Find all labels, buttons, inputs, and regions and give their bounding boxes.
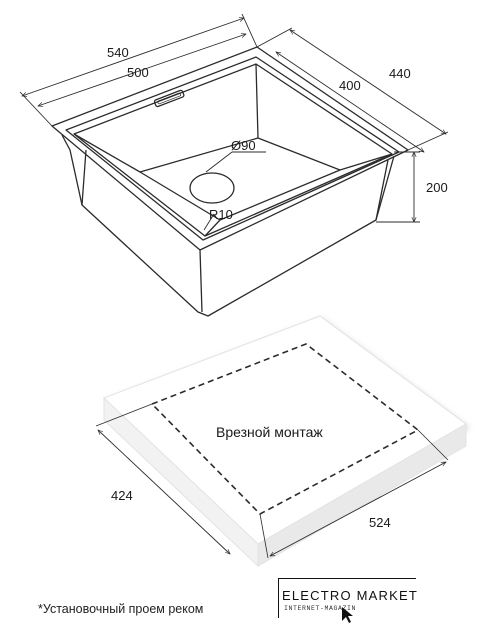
logo-subtitle: INTERNET-MAGAZIN [284, 605, 357, 612]
sink-wall-edge [204, 219, 221, 237]
sink-dimension-lines [19, 13, 449, 231]
dim-label-radius: R10 [209, 207, 233, 222]
sink-dimension-labels: 540 500 440 400 200 Ø90 R10 [107, 45, 448, 222]
sink-wall-edge [339, 153, 393, 171]
cutout-caption: Врезной монтаж [216, 424, 323, 440]
drain-hole [189, 172, 235, 204]
dim-label-524: 524 [369, 515, 391, 530]
cutout-outline-dashed [150, 343, 420, 515]
dim-label-200: 200 [426, 180, 448, 195]
sink-skirt-edge [199, 249, 203, 313]
installation-footnote: *Установочный проем реком [38, 602, 204, 616]
sink-skirt-edge [81, 149, 87, 206]
electro-market-logo: ELECTRO MARKET INTERNET-MAGAZIN [278, 576, 418, 626]
dim-label-440: 440 [389, 66, 411, 81]
sink-skirt-edge [375, 159, 389, 221]
dim-line-500 [38, 34, 246, 106]
sink-wall-edge [255, 63, 259, 139]
dim-label-400: 400 [339, 78, 361, 93]
dim-line-524 [270, 461, 446, 557]
dim-line-540 [22, 18, 244, 96]
leader-drain [205, 151, 233, 173]
dim-line-400 [276, 52, 424, 152]
dim-line-424 [98, 430, 230, 554]
cutout-slab: Врезной монтаж 424 524 [95, 315, 470, 568]
dim-label-424: 424 [111, 488, 133, 503]
dim-label-drain: Ø90 [231, 138, 256, 153]
dim-label-540: 540 [107, 45, 129, 60]
overflow-slot [153, 89, 185, 108]
logo-frame-top [278, 578, 416, 579]
sink-wall-edge [73, 133, 141, 173]
dim-label-500: 500 [127, 65, 149, 80]
logo-title: ELECTRO MARKET [282, 588, 418, 603]
cursor-icon [342, 607, 353, 623]
logo-frame-left [278, 578, 279, 618]
dim-line-440 [290, 30, 446, 134]
leader-radius [203, 213, 215, 231]
